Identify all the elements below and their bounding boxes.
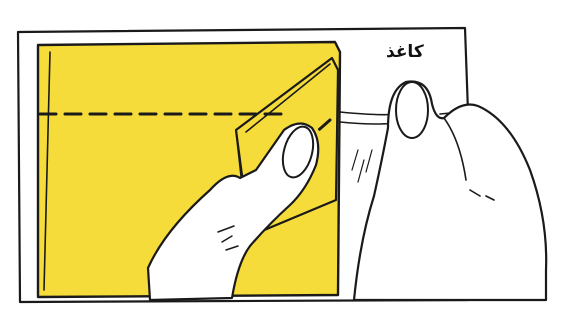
right-thumbnail [396,82,428,138]
paper-shading-left [352,150,372,182]
paper-label: کاغذ [386,42,424,62]
